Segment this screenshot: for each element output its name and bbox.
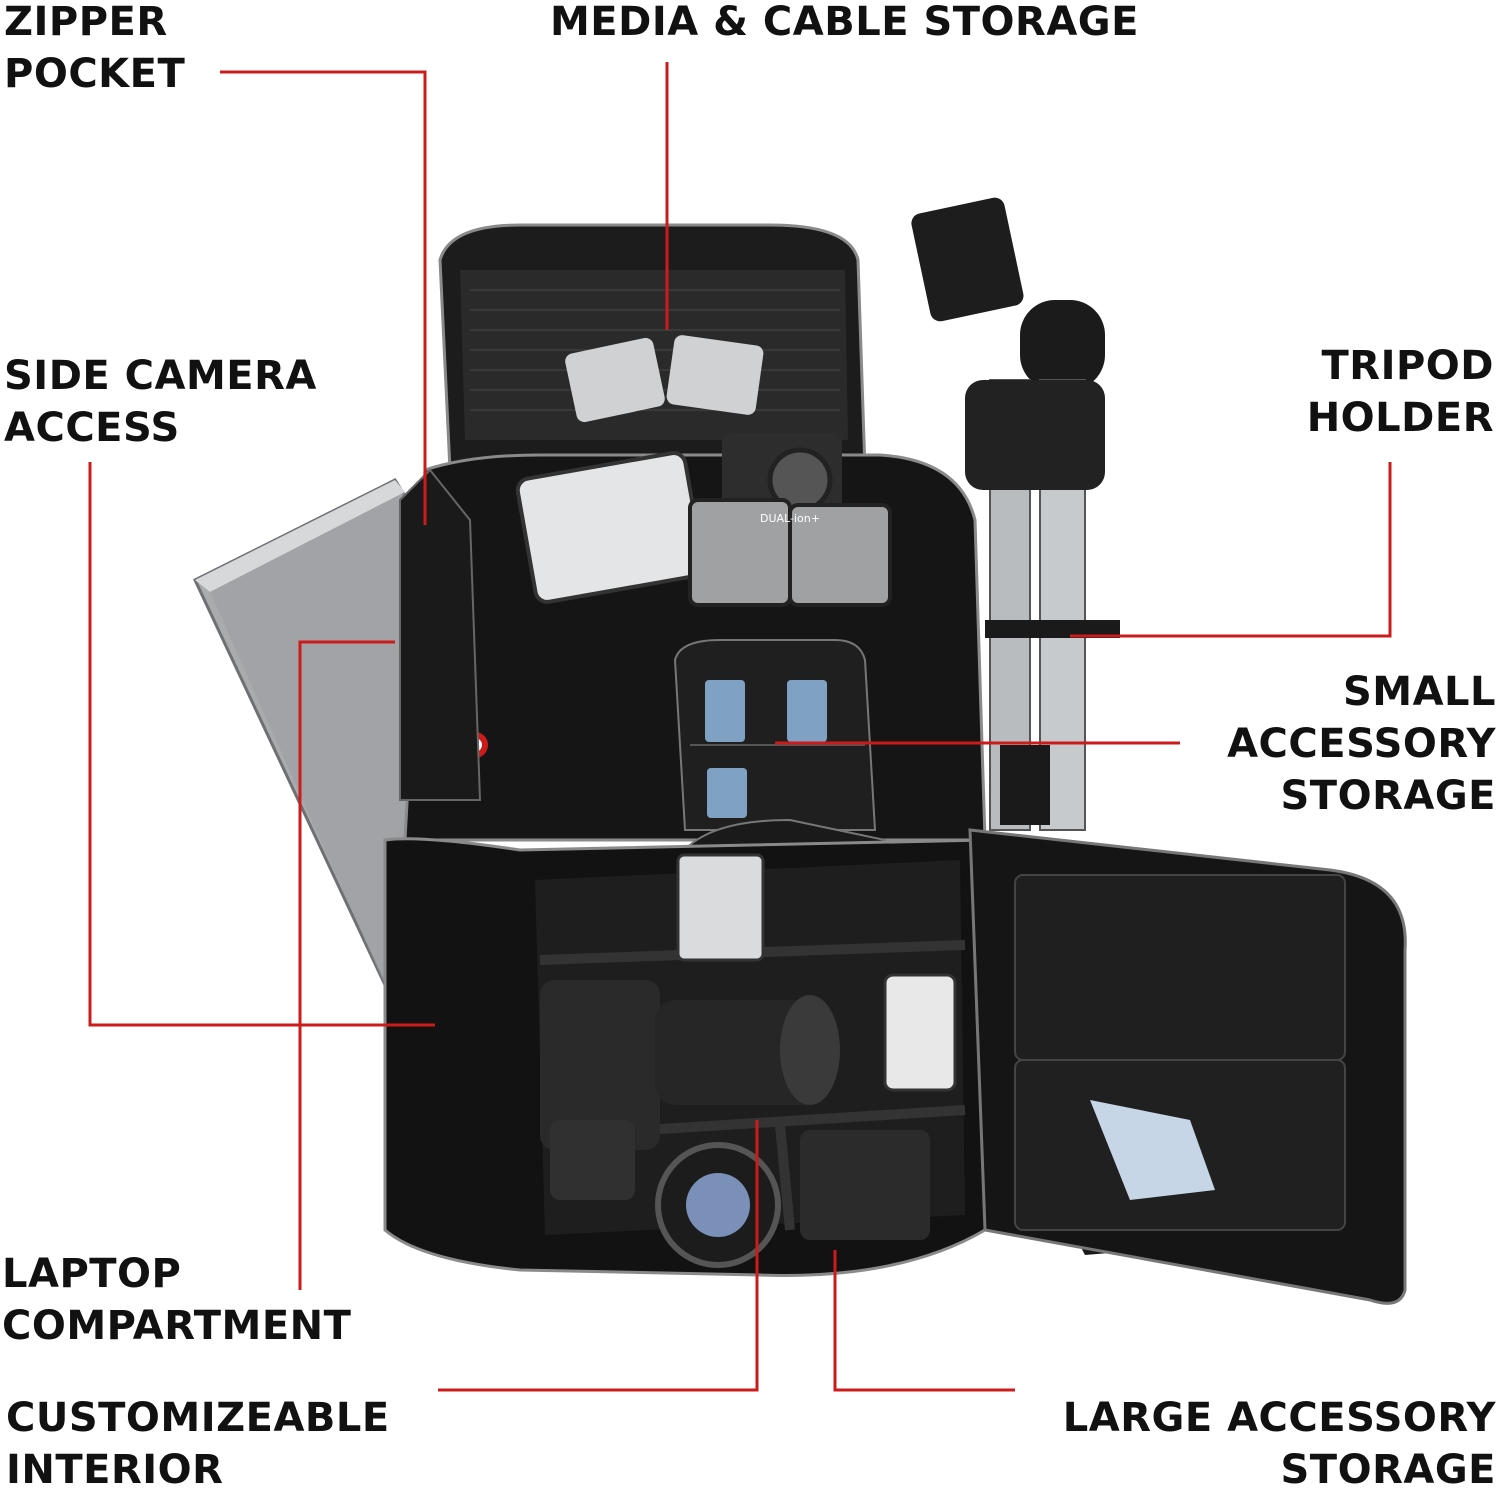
leader-tripod-holder (1070, 462, 1392, 638)
callout-line: STORAGE (1280, 773, 1496, 819)
callout-line: LARGE ACCESSORY (1062, 1395, 1496, 1441)
front-flap-illustration (968, 828, 1407, 1305)
callout-line: STORAGE (1280, 1447, 1496, 1493)
callout-line: ACCESSORY (1227, 721, 1496, 767)
leader-side-camera-access (88, 462, 435, 1027)
callout-zipper-pocket: ZIPPER POCKET (4, 0, 185, 100)
callout-line: LAPTOP (2, 1251, 182, 1297)
backpack-body-illustration: DUAL-ion+ (383, 223, 987, 1277)
callout-line: SIDE CAMERA (4, 353, 317, 399)
leader-zipper-pocket (220, 70, 427, 525)
callout-line: INTERIOR (6, 1447, 224, 1493)
callout-tripod-holder: TRIPOD HOLDER (1307, 340, 1494, 444)
callout-line: ZIPPER (4, 0, 168, 45)
callout-line: TRIPOD (1321, 343, 1494, 389)
callout-leader-lines (88, 62, 1392, 1392)
callout-small-accessory-storage: SMALL ACCESSORY STORAGE (1227, 666, 1496, 822)
callout-line: MEDIA & CABLE STORAGE (550, 0, 1139, 45)
leader-customizeable-interior (438, 1120, 759, 1392)
callout-line: POCKET (4, 51, 186, 97)
callout-line: SMALL (1342, 669, 1496, 715)
leader-laptop-compartment (298, 640, 395, 1290)
leader-large-accessory-storage (833, 1250, 1015, 1392)
laptop-illustration (193, 478, 422, 1003)
callout-line: CUSTOMIZEABLE (6, 1395, 390, 1441)
callout-line: ACCESS (4, 405, 180, 451)
callout-line: HOLDER (1306, 395, 1494, 441)
callout-customizeable-interior: CUSTOMIZEABLE INTERIOR (6, 1392, 390, 1496)
battery-brand-text: DUAL-ion+ (760, 512, 820, 525)
callout-side-camera-access: SIDE CAMERA ACCESS (4, 350, 317, 454)
callout-media-cable-storage: MEDIA & CABLE STORAGE (550, 0, 1139, 48)
callout-large-accessory-storage: LARGE ACCESSORY STORAGE (1063, 1392, 1496, 1496)
callout-laptop-compartment: LAPTOP COMPARTMENT (2, 1248, 351, 1352)
callout-line: COMPARTMENT (2, 1303, 352, 1349)
